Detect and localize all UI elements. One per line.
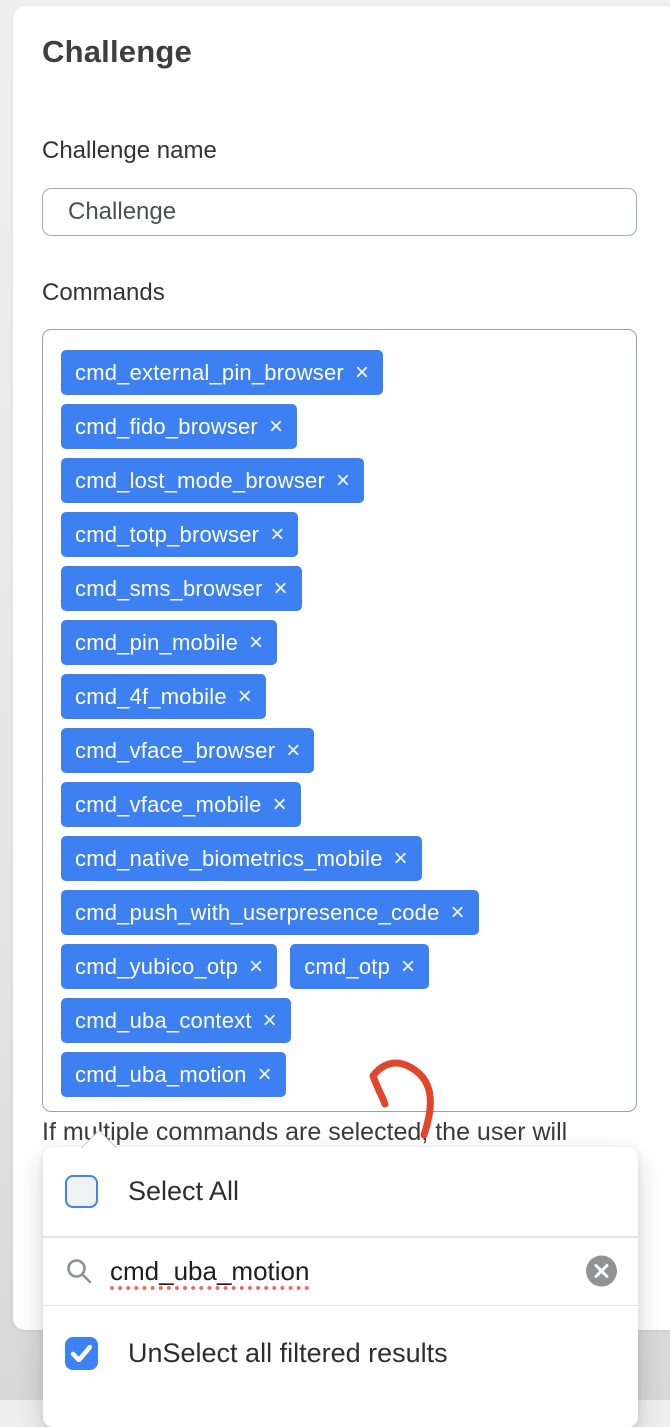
chip-row: cmd_fido_browser × (61, 404, 618, 449)
commands-dropdown: Select All cmd_uba_motion UnSelect all f… (43, 1129, 638, 1427)
chip-remove-icon[interactable]: × (450, 898, 465, 926)
command-chip-label: cmd_vface_mobile (75, 791, 262, 817)
chip-row: cmd_external_pin_browser × (61, 350, 618, 395)
search-input-value[interactable]: cmd_uba_motion (110, 1255, 310, 1286)
unselect-filtered-label: UnSelect all filtered results (128, 1338, 448, 1368)
command-chip-label: cmd_totp_browser (75, 521, 260, 547)
command-chip-label: cmd_uba_context (75, 1007, 252, 1033)
chip-remove-icon[interactable]: × (249, 628, 264, 656)
chip-remove-icon[interactable]: × (257, 1060, 272, 1088)
chip-remove-icon[interactable]: × (354, 358, 370, 386)
command-chip[interactable]: cmd_external_pin_browser × (61, 350, 384, 395)
select-all-label: Select All (128, 1176, 240, 1206)
dropdown-divider (43, 1236, 638, 1238)
command-chip[interactable]: cmd_uba_motion × (61, 1052, 286, 1097)
command-chip-label: cmd_native_biometrics_mobile (75, 845, 383, 871)
chip-remove-icon[interactable]: × (237, 682, 253, 710)
chip-row: cmd_vface_browser × (61, 728, 618, 773)
challenge-form-card: Challenge Challenge name Challenge Comma… (13, 6, 670, 1330)
chip-row: cmd_sms_browser × (61, 566, 618, 611)
unselect-filtered-checkbox[interactable] (65, 1337, 98, 1370)
chip-row: cmd_uba_context × (61, 998, 618, 1043)
selected-commands: cmd_external_pin_browser×cmd_fido_browse… (61, 350, 618, 1097)
commands-label: Commands (42, 279, 165, 306)
chip-row: cmd_vface_mobile × (61, 782, 618, 827)
command-chip-label: cmd_push_with_userpresence_code (75, 899, 440, 925)
command-chip-label: cmd_otp (304, 953, 391, 979)
unselect-filtered-option[interactable]: UnSelect all filtered results (43, 1306, 638, 1401)
chip-remove-icon[interactable]: × (286, 736, 301, 764)
select-all-option[interactable]: Select All (43, 1147, 638, 1236)
chip-remove-icon[interactable]: × (393, 844, 408, 872)
chip-remove-icon[interactable]: × (401, 952, 416, 980)
command-chip[interactable]: cmd_fido_browser × (61, 404, 298, 449)
chip-row: cmd_totp_browser × (61, 512, 618, 557)
command-chip[interactable]: cmd_lost_mode_browser × (61, 458, 365, 503)
chip-remove-icon[interactable]: × (262, 1006, 277, 1034)
chip-remove-icon[interactable]: × (268, 412, 284, 440)
dropdown-divider (43, 1304, 638, 1306)
command-chip[interactable]: cmd_pin_mobile × (61, 620, 278, 665)
close-icon (594, 1264, 609, 1278)
command-chip[interactable]: cmd_otp × (290, 944, 430, 989)
command-chip-label: cmd_yubico_otp (75, 953, 239, 979)
command-chip[interactable]: cmd_totp_browser × (61, 512, 299, 557)
challenge-name-value: Challenge (68, 198, 177, 225)
command-chip[interactable]: cmd_uba_context × (61, 998, 291, 1043)
command-chip-label: cmd_uba_motion (75, 1061, 247, 1087)
chip-remove-icon[interactable]: × (270, 520, 285, 548)
command-chip[interactable]: cmd_yubico_otp × (61, 944, 278, 989)
command-search-field[interactable]: cmd_uba_motion (43, 1238, 638, 1305)
chip-remove-icon[interactable]: × (335, 466, 351, 494)
command-chip[interactable]: cmd_vface_mobile × (61, 782, 301, 827)
chip-row: cmd_lost_mode_browser × (61, 458, 618, 503)
chip-row: cmd_pin_mobile × (61, 620, 618, 665)
command-chip-label: cmd_fido_browser (75, 413, 258, 439)
commands-multiselect[interactable]: cmd_external_pin_browser×cmd_fido_browse… (42, 329, 637, 1112)
commands-help-text: If multiple commands are selected, the u… (42, 1118, 568, 1146)
chip-row: cmd_push_with_userpresence_code × (61, 890, 618, 935)
challenge-name-label: Challenge name (42, 137, 217, 164)
chip-row: cmd_yubico_otp × cmd_otp × (61, 944, 618, 989)
command-chip-label: cmd_4f_mobile (75, 683, 227, 709)
checkmark-icon (71, 1345, 92, 1362)
challenge-name-input[interactable]: Challenge (42, 188, 637, 236)
command-chip-label: cmd_vface_browser (75, 737, 276, 763)
chip-row: cmd_4f_mobile × (61, 674, 618, 719)
command-chip[interactable]: cmd_sms_browser × (61, 566, 302, 611)
command-chip[interactable]: cmd_push_with_userpresence_code × (61, 890, 479, 935)
chip-remove-icon[interactable]: × (272, 790, 287, 818)
chip-row: cmd_native_biometrics_mobile × (61, 836, 618, 881)
command-chip[interactable]: cmd_native_biometrics_mobile × (61, 836, 422, 881)
command-chip[interactable]: cmd_4f_mobile × (61, 674, 267, 719)
command-chip-label: cmd_external_pin_browser (75, 359, 344, 385)
select-all-checkbox[interactable] (65, 1175, 98, 1208)
chip-remove-icon[interactable]: × (273, 574, 288, 602)
command-chip-label: cmd_sms_browser (75, 575, 263, 601)
search-icon (67, 1259, 92, 1284)
page-title: Challenge (42, 34, 192, 69)
chip-row: cmd_uba_motion × (61, 1052, 618, 1097)
command-chip-label: cmd_lost_mode_browser (75, 467, 325, 493)
command-chip-label: cmd_pin_mobile (75, 629, 238, 655)
command-chip[interactable]: cmd_vface_browser × (61, 728, 315, 773)
clear-search-button[interactable] (586, 1255, 617, 1287)
chip-remove-icon[interactable]: × (249, 952, 264, 980)
